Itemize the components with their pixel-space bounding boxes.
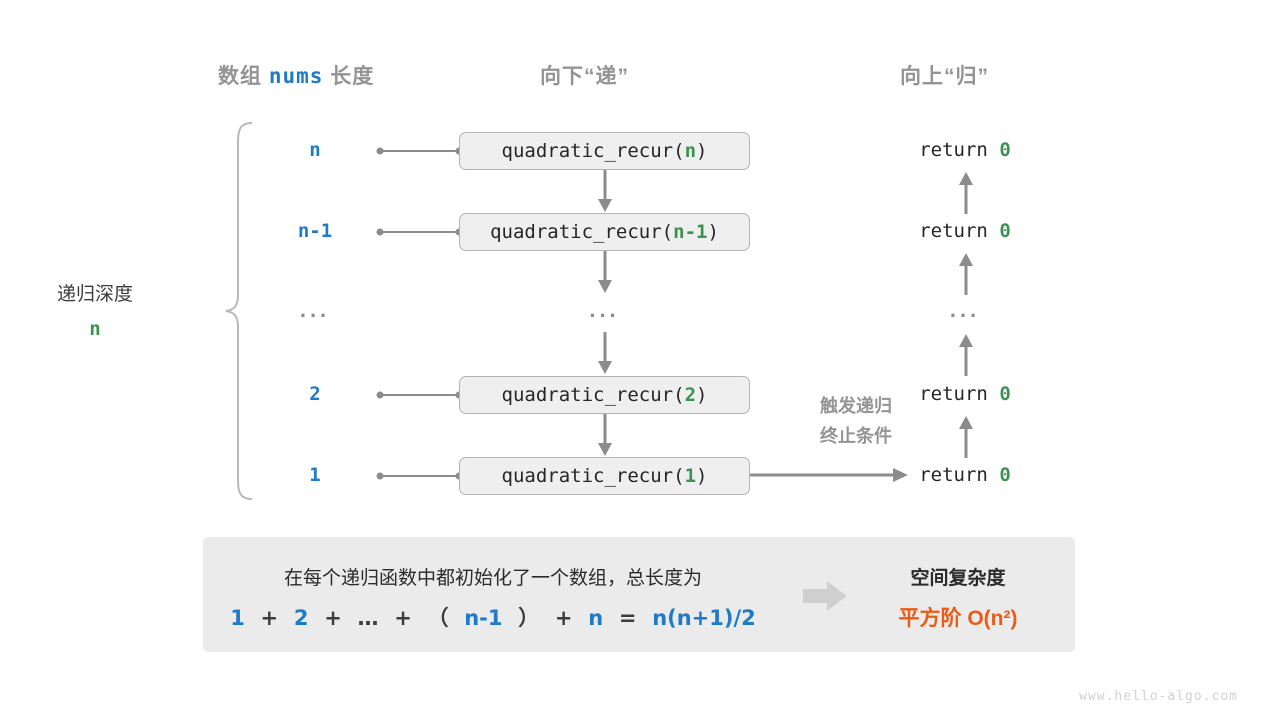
connector-row-4 [376, 472, 463, 480]
formula-token-11: = [618, 606, 637, 630]
recursion-depth-label: 递归深度 n [15, 278, 175, 346]
array-size-row-3: 2 [309, 383, 321, 405]
return-row-0: return 0 [855, 139, 1075, 161]
right-arrow-icon [803, 581, 847, 611]
call-box-row-1[interactable]: quadratic_recur(n-1) [459, 213, 750, 251]
call-box-arg-0: n [684, 140, 697, 162]
trigger-note-line2: 终止条件 [820, 426, 892, 446]
up-arrow-1-to-0-icon [959, 172, 973, 214]
call-box-suffix-0: ) [696, 140, 708, 162]
formula-token-7: n-1 [464, 606, 503, 630]
call-box-suffix-3: ) [696, 384, 708, 406]
return-value-4: 0 [999, 464, 1011, 486]
summary-description: 在每个递归函数中都初始化了一个数组，总长度为 [283, 568, 702, 589]
call-box-suffix-4: ) [696, 465, 708, 487]
return-prefix-3: return [919, 383, 1000, 405]
return-prefix-0: return [919, 139, 1000, 161]
down-arrow-1-to-ellipsis-icon [598, 251, 612, 293]
formula-token-8: ） [518, 606, 540, 630]
return-value-0: 0 [999, 139, 1011, 161]
return-value-1: 0 [999, 220, 1011, 242]
return-prefix-1: return [919, 220, 1000, 242]
array-size-row-2-ellipsis: ... [299, 297, 331, 322]
up-arrow-3-to-ellipsis-icon [959, 334, 973, 376]
up-arrow-ellipsis-to-1-icon [959, 253, 973, 295]
column-header-descend: 向下“递” [540, 65, 629, 88]
summary-formula: 1 + 2 + … + （ n-1 ） + n = n(n+1)/2 [203, 602, 783, 632]
formula-token-1: + [260, 606, 279, 630]
connector-row-1 [376, 228, 463, 236]
formula-token-9: + [554, 606, 573, 630]
array-size-row-1: n-1 [297, 220, 333, 242]
call-box-row-3[interactable]: quadratic_recur(2) [459, 376, 750, 414]
formula-token-0: 1 [230, 606, 245, 630]
space-complexity-value: 平方阶 O(n²) [898, 607, 1018, 630]
return-prefix-4: return [919, 464, 1000, 486]
array-size-row-4: 1 [309, 464, 321, 486]
return-row-1: return 0 [855, 220, 1075, 242]
header-left-prefix: 数组 [218, 65, 262, 88]
call-box-prefix-0: quadratic_recur( [501, 140, 685, 162]
call-box-row-4[interactable]: quadratic_recur(1) [459, 457, 750, 495]
call-box-prefix-3: quadratic_recur( [501, 384, 685, 406]
formula-token-10: n [588, 606, 604, 630]
formula-token-3: + [324, 606, 342, 630]
base-case-arrow-icon [750, 468, 908, 482]
call-box-prefix-4: quadratic_recur( [501, 465, 685, 487]
formula-token-4: … [357, 606, 379, 630]
return-row-4: return 0 [855, 464, 1075, 486]
array-size-row-0: n [309, 139, 321, 161]
space-complexity-title: 空间复杂度 [910, 568, 1006, 589]
formula-token-6: （ [427, 606, 449, 630]
recursion-depth-text: 递归深度 [56, 284, 133, 305]
return-row-3: return 0 [855, 383, 1075, 405]
recursion-depth-value: n [89, 318, 101, 340]
connector-row-3 [376, 391, 463, 399]
call-box-arg-4: 1 [684, 465, 697, 487]
call-box-prefix-1: quadratic_recur( [490, 221, 674, 243]
column-header-array-length: 数组 nums 长度 [218, 60, 374, 90]
trigger-note-line1: 触发递归 [820, 396, 892, 416]
summary-panel [203, 537, 1075, 652]
depth-brace-icon [225, 122, 253, 500]
down-arrow-ellipsis-to-3-icon [598, 332, 612, 374]
call-box-suffix-1: ) [707, 221, 719, 243]
formula-token-2: 2 [293, 606, 309, 630]
header-left-suffix: 长度 [330, 65, 375, 88]
call-box-arg-1: n-1 [673, 221, 708, 243]
call-column-ellipsis: ... [589, 297, 620, 322]
call-box-arg-3: 2 [684, 384, 697, 406]
watermark: www.hello-algo.com [1079, 689, 1238, 704]
return-column-ellipsis: ... [949, 297, 981, 322]
call-box-row-0[interactable]: quadratic_recur(n) [459, 132, 750, 170]
header-left-mono: nums [268, 64, 324, 88]
down-arrow-3-to-4-icon [598, 414, 612, 456]
up-arrow-4-to-3-icon [959, 416, 973, 458]
formula-token-12: n(n+1)/2 [652, 606, 756, 630]
connector-row-0 [376, 147, 463, 155]
trigger-termination-note: 触发递归 终止条件 [766, 391, 946, 451]
formula-token-5: + [394, 606, 412, 630]
return-value-3: 0 [999, 383, 1011, 405]
column-header-ascend: 向上“归” [900, 65, 989, 88]
down-arrow-0-to-1-icon [598, 170, 612, 212]
